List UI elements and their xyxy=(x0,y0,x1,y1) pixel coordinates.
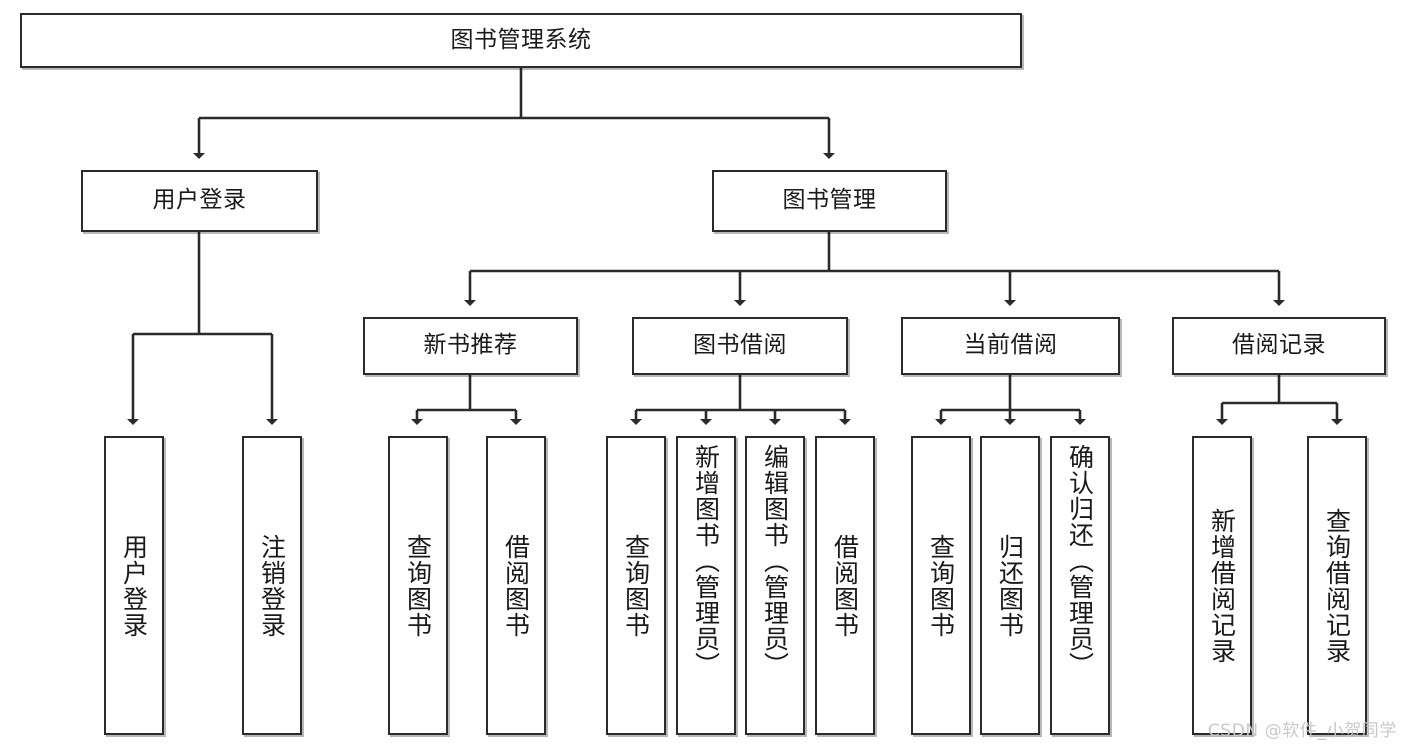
node-root-label: 图书管理系统 xyxy=(450,26,592,53)
node-book-borrow-label: 图书借阅 xyxy=(693,332,787,359)
leaf-query-book-1[interactable]: 查询图书 xyxy=(388,436,448,735)
leaf-query-book-2[interactable]: 查询图书 xyxy=(606,436,666,735)
leaf-query-book-2-label: 查询图书 xyxy=(621,533,651,638)
leaf-borrow-book-1-label: 借阅图书 xyxy=(501,533,531,638)
node-new-book-rec-label: 新书推荐 xyxy=(423,332,518,359)
node-current-borrow-label: 当前借阅 xyxy=(963,332,1058,359)
leaf-return-book-label: 归还图书 xyxy=(995,533,1025,638)
leaf-confirm-return[interactable]: 确认归还（管理员） xyxy=(1050,436,1110,735)
csdn-watermark: CSDN @软件_小贺同学 xyxy=(1207,721,1397,741)
leaf-add-book[interactable]: 新增图书（管理员） xyxy=(676,436,736,735)
leaf-confirm-return-label: 确认归还（管理员） xyxy=(1065,444,1095,678)
leaf-query-record[interactable]: 查询借阅记录 xyxy=(1307,436,1367,735)
leaf-add-record-label: 新增借阅记录 xyxy=(1207,507,1237,664)
node-root[interactable]: 图书管理系统 xyxy=(20,13,1022,68)
leaf-add-record[interactable]: 新增借阅记录 xyxy=(1192,436,1252,735)
node-book-manage-label: 图书管理 xyxy=(782,187,877,214)
leaf-user-login[interactable]: 用户登录 xyxy=(104,436,164,735)
leaf-borrow-book-2-label: 借阅图书 xyxy=(830,533,860,638)
node-user-login-label: 用户登录 xyxy=(152,187,247,214)
leaf-logout[interactable]: 注销登录 xyxy=(242,436,302,735)
node-book-borrow[interactable]: 图书借阅 xyxy=(632,317,848,375)
leaf-query-book-3-label: 查询图书 xyxy=(926,533,956,638)
leaf-edit-book[interactable]: 编辑图书（管理员） xyxy=(745,436,805,735)
leaf-query-record-label: 查询借阅记录 xyxy=(1322,507,1352,664)
node-borrow-record-label: 借阅记录 xyxy=(1232,332,1326,359)
leaf-borrow-book-1[interactable]: 借阅图书 xyxy=(486,436,546,735)
leaf-logout-label: 注销登录 xyxy=(257,533,287,638)
leaf-borrow-book-2[interactable]: 借阅图书 xyxy=(815,436,875,735)
node-book-manage[interactable]: 图书管理 xyxy=(712,170,947,232)
leaf-add-book-label: 新增图书（管理员） xyxy=(691,444,721,678)
leaf-user-login-label: 用户登录 xyxy=(119,533,149,638)
node-new-book-rec[interactable]: 新书推荐 xyxy=(363,317,578,375)
node-current-borrow[interactable]: 当前借阅 xyxy=(901,317,1120,375)
node-user-login[interactable]: 用户登录 xyxy=(81,170,318,232)
leaf-return-book[interactable]: 归还图书 xyxy=(980,436,1040,735)
leaf-edit-book-label: 编辑图书（管理员） xyxy=(760,444,790,678)
leaf-query-book-1-label: 查询图书 xyxy=(403,533,433,638)
leaf-query-book-3[interactable]: 查询图书 xyxy=(911,436,971,735)
node-borrow-record[interactable]: 借阅记录 xyxy=(1172,317,1386,375)
